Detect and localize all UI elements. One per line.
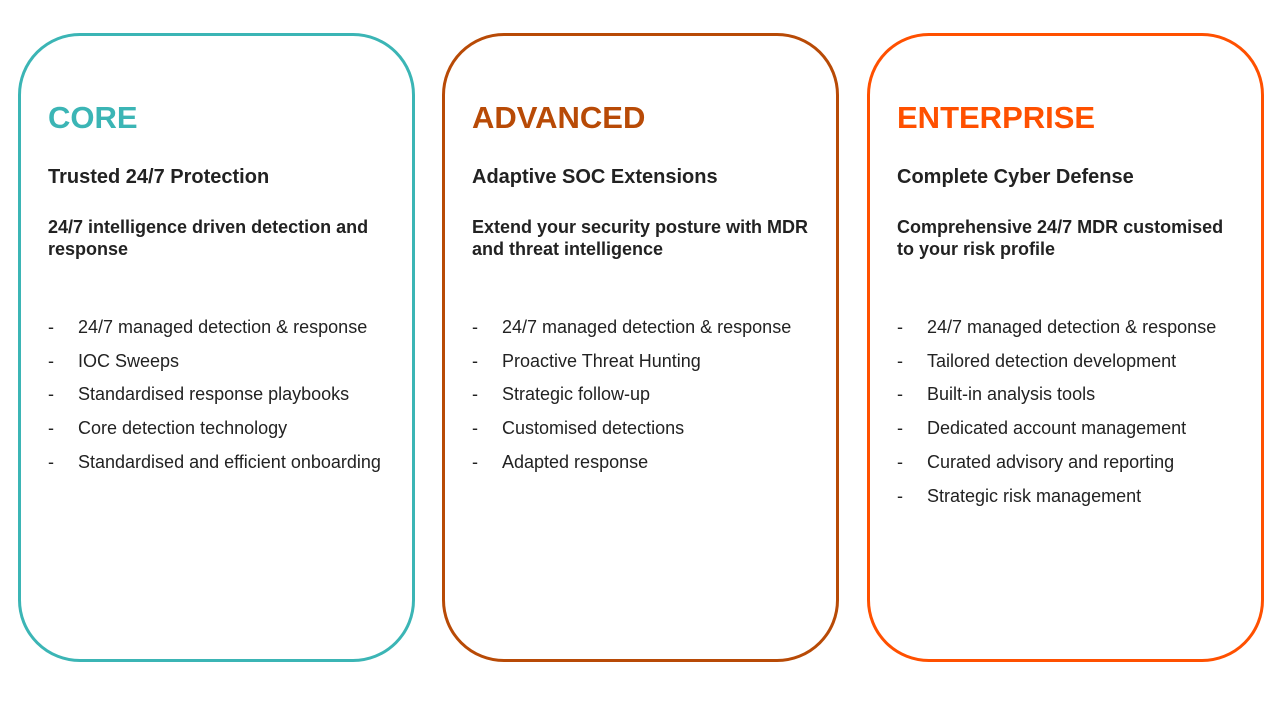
feature-item: - Curated advisory and reporting xyxy=(897,446,1237,480)
bullet-dash: - xyxy=(472,418,478,439)
bullet-dash: - xyxy=(472,451,478,472)
feature-label: Proactive Threat Hunting xyxy=(502,350,701,371)
feature-list: - 24/7 managed detection & response - IOC S… xyxy=(48,311,388,480)
bullet-dash: - xyxy=(897,485,903,506)
feature-item: - Tailored detection development xyxy=(897,345,1237,379)
tier-subtitle: Complete Cyber Defense xyxy=(897,166,1134,188)
feature-item: - 24/7 managed detection & response xyxy=(897,311,1237,345)
feature-label: 24/7 managed detection & response xyxy=(502,317,792,337)
tier-card-advanced: ADVANCED Adaptive SOC Extensions Extend … xyxy=(442,33,839,662)
feature-item: - Core detection technology xyxy=(48,412,388,446)
tier-card-enterprise: ENTERPRISE Complete Cyber Defense Compre… xyxy=(867,33,1264,662)
feature-item: - Customised detections xyxy=(472,412,812,446)
tier-description: 24/7 intelligence driven detection and r… xyxy=(48,217,369,259)
feature-label: IOC Sweeps xyxy=(78,350,180,371)
feature-label: Built-in analysis tools xyxy=(927,384,1096,405)
bullet-dash: - xyxy=(48,317,54,337)
bullet-dash: - xyxy=(897,350,903,371)
feature-list: - 24/7 managed detection & response - Proac… xyxy=(472,311,812,480)
bullet-dash: - xyxy=(897,317,903,337)
tier-title: ENTERPRISE xyxy=(897,100,1096,135)
feature-label: Dedicated account management xyxy=(927,418,1187,439)
feature-item: - 24/7 managed detection & response xyxy=(48,311,388,345)
tier-description: Comprehensive 24/7 MDR customised to you… xyxy=(897,217,1224,259)
bullet-dash: - xyxy=(897,418,903,439)
tier-card-core: CORE Trusted 24/7 Protection 24/7 intell… xyxy=(18,33,415,662)
tier-title: ADVANCED xyxy=(472,100,646,135)
bullet-dash: - xyxy=(472,317,478,337)
feature-label: Standardised response playbooks xyxy=(78,384,350,405)
feature-item: - Built-in analysis tools xyxy=(897,378,1237,412)
feature-item: - IOC Sweeps xyxy=(48,345,388,379)
bullet-dash: - xyxy=(48,418,54,439)
bullet-dash: - xyxy=(472,350,478,371)
tier-subtitle: Adaptive SOC Extensions xyxy=(472,166,718,188)
tier-title: CORE xyxy=(48,100,138,135)
bullet-dash: - xyxy=(472,384,478,405)
feature-label: Strategic follow-up xyxy=(502,384,651,405)
bullet-dash: - xyxy=(48,350,54,371)
feature-item: - Standardised response playbooks xyxy=(48,378,388,412)
tier-subtitle: Trusted 24/7 Protection xyxy=(48,166,270,188)
feature-label: Adapted response xyxy=(502,451,649,472)
feature-item: - Proactive Threat Hunting xyxy=(472,345,812,379)
feature-item: - Strategic risk management xyxy=(897,480,1237,514)
feature-item: - Adapted response xyxy=(472,446,812,480)
bullet-dash: - xyxy=(897,384,903,405)
feature-label: Standardised and efficient onboarding xyxy=(78,451,381,472)
feature-label: Customised detections xyxy=(502,418,685,439)
feature-item: - 24/7 managed detection & response xyxy=(472,311,812,345)
feature-label: 24/7 managed detection & response xyxy=(78,317,368,337)
feature-item: - Dedicated account management xyxy=(897,412,1237,446)
feature-label: Curated advisory and reporting xyxy=(927,451,1175,472)
feature-label: 24/7 managed detection & response xyxy=(927,317,1217,337)
tier-description: Extend your security posture with MDR an… xyxy=(472,217,809,259)
feature-label: Tailored detection development xyxy=(927,350,1177,371)
feature-list: - 24/7 managed detection & response - Tailo… xyxy=(897,311,1237,513)
feature-item: - Strategic follow-up xyxy=(472,378,812,412)
feature-label: Strategic risk management xyxy=(927,485,1142,506)
bullet-dash: - xyxy=(48,451,54,472)
feature-label: Core detection technology xyxy=(78,418,288,439)
bullet-dash: - xyxy=(897,451,903,472)
bullet-dash: - xyxy=(48,384,54,405)
feature-item: - Standardised and efficient onboarding xyxy=(48,446,388,480)
